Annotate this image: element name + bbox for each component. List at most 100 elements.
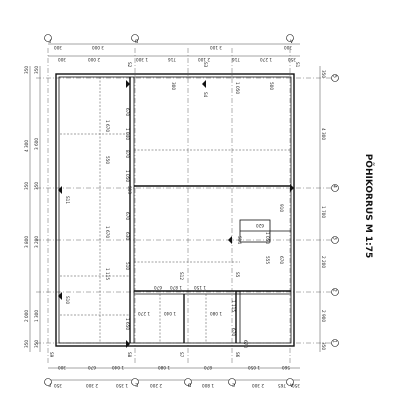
dimension-label: 500 [269, 82, 274, 90]
dimension-label: 620 [256, 223, 264, 228]
dimension-label: 1 115 [105, 268, 110, 280]
dimension-label: S8 [127, 352, 132, 358]
dimension-label: 1 150 [194, 285, 206, 290]
drawing-title: PÕHIKORRUS M 1:75 [363, 154, 375, 259]
grid-numbers-right: 5 4 3 2 1 [331, 74, 339, 347]
dimension-label: S5 [235, 272, 240, 278]
hidden-lines [60, 77, 291, 343]
dimension-label: 1 670 [105, 120, 110, 132]
dimension-label: B [135, 38, 138, 44]
dimension-label: 350 [34, 66, 39, 74]
dimension-label: 3 600 [34, 138, 39, 150]
dimension-label: E [135, 382, 138, 388]
dimension-label: 350 [24, 66, 29, 74]
outer-walls [55, 73, 295, 347]
dimension-label: S6 [235, 352, 240, 358]
dimension-label: 3 200 [34, 236, 39, 248]
dimension-label: 1 080 [158, 365, 170, 370]
dimension-label: 5 [332, 75, 338, 78]
grid-letters-top: F B A [44, 34, 294, 44]
dimension-label: 716 [232, 57, 240, 62]
top-dimensions: 300 3 000 3 100 300 300 2 000 1 300 716 … [48, 43, 300, 62]
dimension-label: 2 300 [252, 383, 264, 388]
dimension-label: S3 [203, 62, 208, 68]
inner-dimensions: 1 670 550 1 670 1 115 670 1 040 870 1 05… [105, 82, 284, 348]
dimension-label: 910 [279, 204, 284, 212]
dimension-label: 670 [125, 108, 130, 116]
bottom-dimensions: 300 670 1 040 1 080 870 1 050 560 350 2 … [48, 365, 300, 388]
dimension-label: 300 [54, 45, 62, 50]
dimension-label: S11 [65, 196, 70, 204]
dimension-label: 1 700 [321, 206, 326, 218]
dimension-label: 1 870 [170, 285, 182, 290]
dimension-label: 870 [204, 365, 212, 370]
dimension-label: S12 [179, 272, 184, 280]
dimension-label: 510 [125, 262, 130, 270]
dimension-label: 1 040 [112, 365, 124, 370]
dimension-label: 1 270 [260, 57, 272, 62]
dimension-label: S10 [65, 296, 70, 304]
dimension-label: 1 670 [105, 226, 110, 238]
dimension-label: S13 [127, 186, 132, 194]
dimension-label: 1 050 [125, 170, 130, 182]
dimension-label: 670 [154, 285, 162, 290]
grid-axes [36, 48, 335, 365]
dimension-label: 350 [34, 340, 39, 348]
dimension-label: 1 350 [116, 383, 128, 388]
dimension-label: 300 [171, 82, 176, 90]
dimension-label: 3 [332, 237, 338, 240]
dimension-label: 1 050 [248, 365, 260, 370]
dimension-label: 4 [332, 185, 338, 188]
dimension-label: 3 800 [24, 236, 29, 248]
dimension-label: 2 200 [321, 256, 326, 268]
dimension-label: 550 [105, 156, 110, 164]
dimension-label: 1 270 [138, 311, 150, 316]
dimension-label: 300 [58, 57, 66, 62]
dimension-label: 630 [125, 232, 130, 240]
dimension-label: 555 [265, 256, 270, 264]
dimension-label: 2 000 [24, 310, 29, 322]
grid-letters-bottom: F E D C A [44, 378, 294, 388]
left-dimensions: 350 4 300 350 3 800 2 000 350 350 3 600 … [24, 66, 41, 352]
dimension-label: 1 300 [34, 310, 39, 322]
section-marks: S1 S2 S3 S4 S5 S6 S7 S8 S9 S10 S11 S12 S… [49, 62, 300, 358]
dimension-label: S4 [203, 92, 208, 98]
dimension-label: 350 [34, 182, 39, 190]
dimension-label: 1 040 [164, 311, 176, 316]
dimension-label: 4 300 [24, 140, 29, 152]
dimension-label: A [289, 382, 293, 388]
dimension-label: 350 [24, 340, 29, 348]
dimension-label: 2 [332, 289, 338, 292]
dimension-label: C [232, 382, 235, 388]
dimension-label: D [187, 382, 191, 388]
dimension-label: 670 [231, 328, 236, 336]
dimension-label: S14 [237, 236, 242, 244]
dimension-label: 3 100 [210, 45, 222, 50]
dimension-label: 1 300 [136, 57, 148, 62]
dimension-label: S2 [127, 62, 132, 68]
dimension-label: 1 800 [202, 383, 214, 388]
dimension-label: F [48, 382, 51, 388]
dimension-label: S7 [179, 352, 184, 358]
dimension-label: 1 [332, 340, 338, 343]
dimension-label: 1 050 [235, 82, 240, 94]
opening-markers [58, 80, 294, 348]
dimension-label: 670 [125, 212, 130, 220]
dimension-label: 350 [288, 57, 296, 62]
dimension-label: F [48, 38, 51, 44]
dimension-label: 2 900 [321, 310, 326, 322]
dimension-label: 870 [125, 150, 130, 158]
right-dimensions: 350 4 300 1 700 2 200 2 900 350 [319, 66, 326, 352]
dimension-label: 1 040 [125, 128, 130, 140]
dimension-label: 3 000 [92, 45, 104, 50]
dimension-label: 350 [24, 182, 29, 190]
dimension-label: 1 050 [265, 232, 270, 244]
dimension-label: 2 200 [150, 383, 162, 388]
dimension-label: 300 [58, 365, 66, 370]
dimension-label: 350 [54, 383, 62, 388]
dimension-label: 765 [278, 383, 286, 388]
dimension-label: 300 [284, 45, 292, 50]
dimension-label: 2 300 [86, 383, 98, 388]
dimension-label: 350 [321, 70, 326, 78]
